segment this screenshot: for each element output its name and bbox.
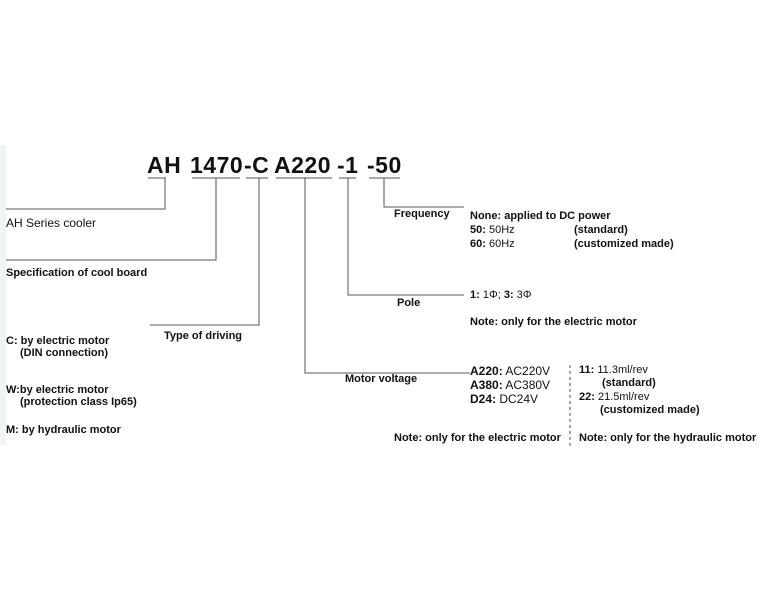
series-description: AH Series cooler bbox=[6, 216, 97, 230]
frequency-50-note: (standard) bbox=[574, 224, 628, 236]
code-voltage: A220 bbox=[274, 152, 331, 178]
hydraulic-22-note: (customized made) bbox=[600, 404, 700, 416]
leader-pole bbox=[347, 178, 464, 296]
hydraulic-11-note: (standard) bbox=[602, 377, 656, 389]
label-type-of-driving: Type of driving bbox=[164, 330, 243, 342]
voltage-a220: A220: AC220V bbox=[470, 364, 551, 378]
voltage-a380: A380: AC380V bbox=[470, 378, 551, 392]
code-pole: -1 bbox=[337, 152, 359, 178]
leader-spec bbox=[6, 178, 217, 261]
leader-voltage bbox=[304, 178, 470, 374]
code-spec: 1470 bbox=[190, 152, 244, 178]
frequency-50: 50: 50Hz bbox=[470, 224, 515, 236]
leader-driving bbox=[150, 178, 260, 326]
voltage-note: Note: only for the electric motor bbox=[394, 432, 561, 444]
label-motor-voltage: Motor voltage bbox=[345, 373, 418, 385]
label-pole: Pole bbox=[397, 297, 421, 309]
frequency-none: None: applied to DC power bbox=[470, 210, 611, 222]
hydraulic-note: Note: only for the hydraulic motor bbox=[579, 432, 757, 444]
left-edge-band bbox=[0, 145, 6, 445]
label-frequency: Frequency bbox=[394, 208, 450, 220]
code-frequency: -50 bbox=[367, 152, 402, 178]
pole-note: Note: only for the electric motor bbox=[470, 316, 637, 328]
code-driving: -C bbox=[244, 152, 270, 178]
hydraulic-22: 22: 21.5ml/rev bbox=[579, 391, 650, 403]
spec-description: Specification of cool board bbox=[6, 267, 148, 279]
pole-values: 1: 1Φ; 3: 3Φ bbox=[470, 289, 532, 301]
hydraulic-11: 11: 11.3ml/rev bbox=[579, 364, 648, 376]
code-series: AH bbox=[147, 152, 182, 178]
leader-frequency bbox=[383, 178, 464, 208]
voltage-d24: D24: DC24V bbox=[470, 392, 539, 406]
frequency-60-note: (customized made) bbox=[574, 238, 674, 250]
frequency-60: 60: 60Hz bbox=[470, 238, 515, 250]
leader-series bbox=[6, 178, 166, 210]
